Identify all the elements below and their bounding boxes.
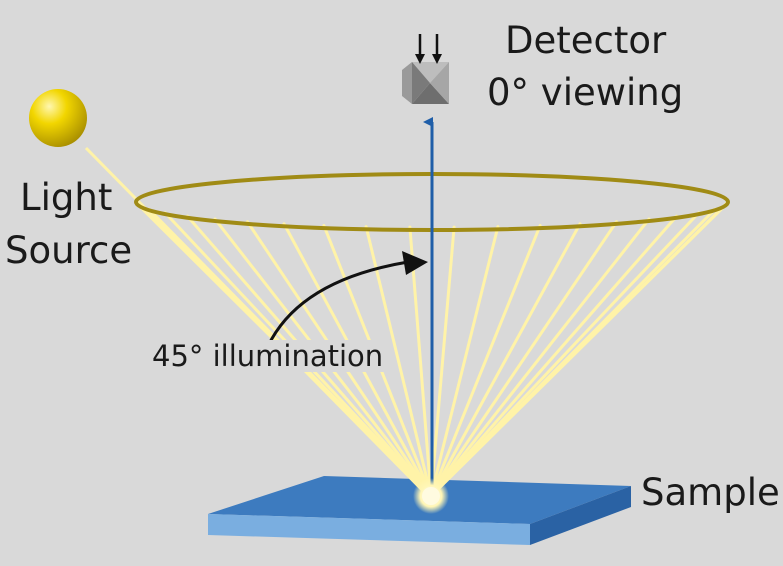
detector-label: Detector	[505, 19, 667, 62]
detector-icon	[402, 62, 449, 104]
illumination-ray	[429, 224, 542, 498]
sample-front-face	[208, 514, 530, 545]
light-label: Light	[20, 176, 113, 219]
illumination-ray	[364, 225, 433, 498]
down-arrow-icon	[415, 34, 442, 64]
illumination-ray	[429, 200, 730, 498]
illumination-ray	[429, 220, 619, 498]
angle-arrow	[266, 251, 428, 347]
sample-label: Sample	[641, 471, 780, 514]
sample-side-face	[530, 486, 631, 545]
illumination-ray	[429, 217, 651, 498]
illumination-ray	[429, 225, 500, 498]
illumination-angle-label: 45° illumination	[150, 339, 386, 373]
sphere-icon	[29, 89, 87, 147]
viewing-angle-label: 0° viewing	[487, 71, 684, 114]
illumination-ray	[429, 225, 456, 498]
source-label: Source	[5, 229, 133, 272]
illuminated-spot-core	[422, 487, 440, 505]
illumination-ray	[429, 214, 679, 498]
illumination-ray	[408, 225, 433, 498]
illumination-ray	[429, 222, 582, 498]
